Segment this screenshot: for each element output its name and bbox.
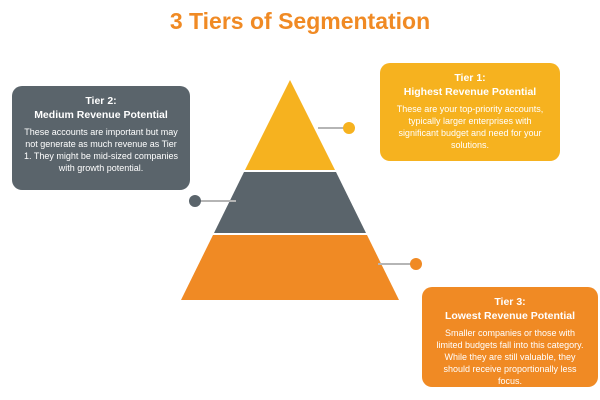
pyramid-tier-1 — [245, 80, 335, 170]
tier-1-description: These are your top-priority accounts, ty… — [396, 104, 544, 150]
connector-dot-tier-2 — [189, 195, 201, 207]
tier-2-label: Tier 2: — [85, 95, 117, 107]
pyramid-tier-3 — [181, 235, 399, 300]
tier-3-heading: Lowest Revenue Potential — [444, 310, 576, 322]
tier-3-description: Smaller companies or those with limited … — [436, 328, 584, 386]
tier-1-heading: Highest Revenue Potential — [403, 86, 537, 98]
tier-2-description: These accounts are important but may not… — [24, 127, 178, 173]
tier-2-heading: Medium Revenue Potential — [34, 109, 168, 121]
tier-2-card: Tier 2: Medium Revenue Potential These a… — [12, 86, 190, 190]
tier-3-label: Tier 3: — [494, 296, 526, 308]
tier-1-label: Tier 1: — [454, 72, 486, 84]
connector-dot-tier-1 — [343, 122, 355, 134]
tier-3-card: Tier 3: Lowest Revenue Potential Smaller… — [422, 287, 598, 387]
tier-1-card: Tier 1: Highest Revenue Potential These … — [380, 63, 560, 161]
connector-dot-tier-3 — [410, 258, 422, 270]
pyramid-tier-2 — [214, 172, 366, 233]
page-title: 3 Tiers of Segmentation — [169, 8, 431, 34]
